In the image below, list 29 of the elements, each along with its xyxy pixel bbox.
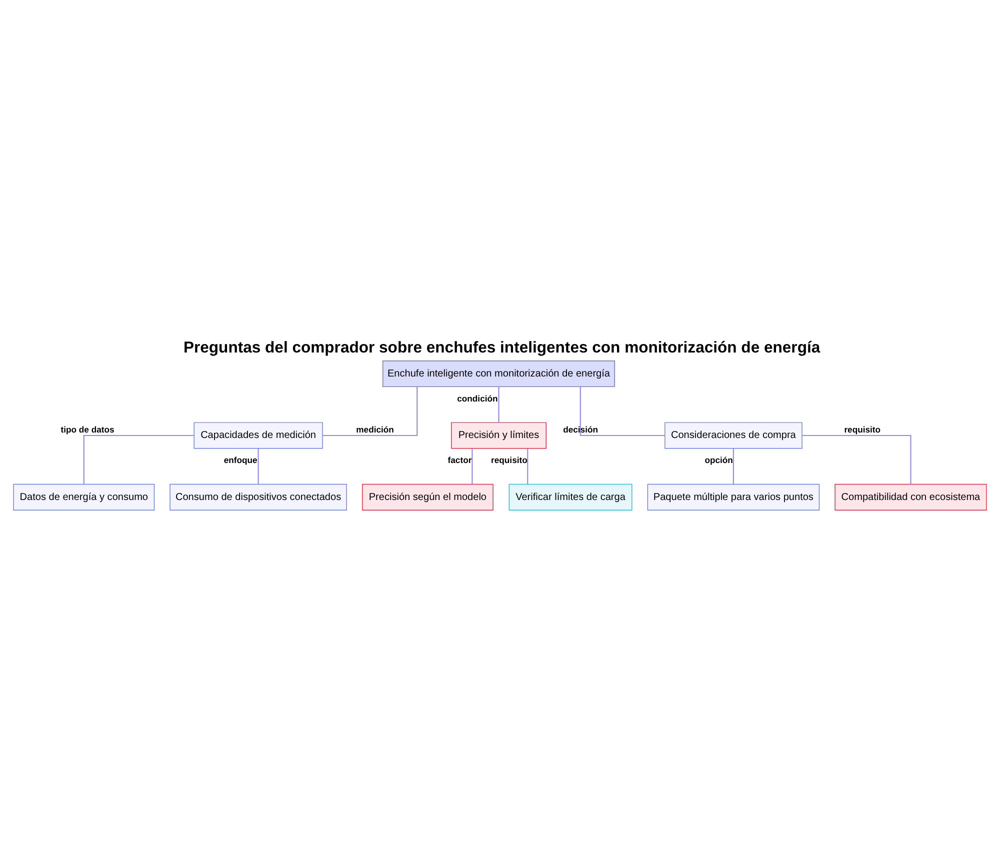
node-box: Precisión y límites bbox=[451, 422, 546, 449]
node-box: Precisión según el modelo bbox=[362, 484, 494, 510]
node-box: Consideraciones de compra bbox=[664, 422, 802, 449]
connector bbox=[802, 434, 912, 484]
edge-label: requisito bbox=[844, 424, 881, 434]
node-box: Verificar límites de carga bbox=[508, 484, 632, 510]
edge-label: condición bbox=[457, 393, 498, 404]
edge-label: decisión bbox=[563, 424, 598, 434]
edge-label: opción bbox=[704, 455, 733, 466]
connector bbox=[83, 434, 194, 484]
connector bbox=[472, 448, 473, 484]
node-box: Consumo de dispositivos conectados bbox=[170, 484, 347, 510]
connector bbox=[527, 448, 528, 484]
connector bbox=[580, 386, 665, 436]
node-box: Datos de energía y consumo bbox=[13, 484, 155, 510]
node-box: Enchufe inteligente con monitorización de energía bbox=[382, 360, 616, 388]
node-box: Paquete múltiple para varios puntos bbox=[647, 484, 820, 510]
edge-label: enfoque bbox=[224, 455, 258, 466]
connector bbox=[498, 386, 500, 422]
edge-label: requisito bbox=[491, 455, 528, 466]
edge-label: tipo de datos bbox=[60, 424, 114, 434]
connector bbox=[322, 386, 418, 436]
edge-label: medición bbox=[356, 424, 394, 434]
diagram-title: Preguntas del comprador sobre enchufes inteligentes con monitorización de energía bbox=[183, 340, 820, 357]
connector bbox=[258, 448, 259, 484]
connector bbox=[732, 448, 734, 484]
edge-label: factor bbox=[448, 455, 472, 466]
node-box: Capacidades de medición bbox=[194, 422, 323, 449]
node-box: Compatibilidad con ecosistema bbox=[834, 484, 987, 510]
